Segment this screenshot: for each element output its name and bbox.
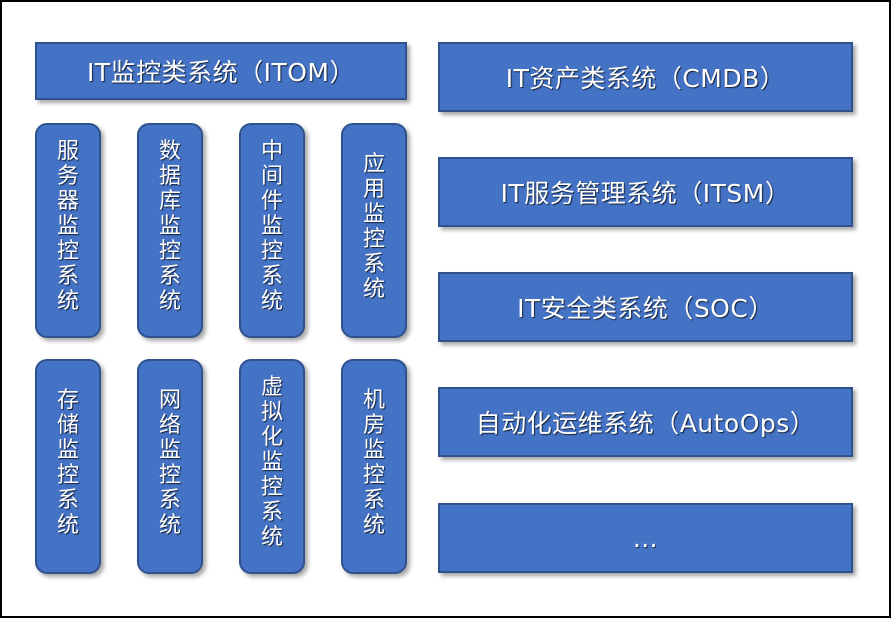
system-box-soc: IT安全类系统（SOC）: [438, 272, 853, 342]
subsystem-label: 中间件监控系统: [260, 139, 283, 314]
subsystem-label: 机房监控系统: [362, 387, 385, 538]
subsystem-label: 网络监控系统: [158, 387, 181, 538]
subsystem-label: 数据库监控系统: [158, 139, 181, 314]
system-label: …: [632, 523, 659, 553]
system-box-autoops: 自动化运维系统（AutoOps）: [438, 387, 853, 457]
subsystem-box-middleware: 中间件监控系统: [239, 123, 305, 338]
system-label: IT安全类系统（SOC）: [517, 294, 774, 323]
subsystem-label: 存储监控系统: [56, 387, 79, 538]
subsystem-box-virtualization: 虚拟化监控系统: [239, 359, 305, 574]
system-label: 自动化运维系统（AutoOps）: [475, 409, 816, 438]
subsystem-label: 应用监控系统: [362, 151, 385, 302]
subsystem-box-database: 数据库监控系统: [137, 123, 203, 338]
system-label: IT资产类系统（CMDB）: [505, 64, 786, 93]
itom-header-label: IT监控类系统（ITOM）: [86, 58, 356, 87]
itom-header-box: IT监控类系统（ITOM）: [35, 42, 407, 100]
system-box-itsm: IT服务管理系统（ITSM）: [438, 157, 853, 227]
subsystem-label: 服务器监控系统: [56, 139, 79, 314]
subsystem-box-server: 服务器监控系统: [35, 123, 101, 338]
subsystem-label: 虚拟化监控系统: [260, 375, 283, 550]
system-box-cmdb: IT资产类系统（CMDB）: [438, 42, 853, 112]
subsystem-box-application: 应用监控系统: [341, 123, 407, 338]
system-box-more: …: [438, 503, 853, 573]
subsystem-box-datacenter: 机房监控系统: [341, 359, 407, 574]
subsystem-box-network: 网络监控系统: [137, 359, 203, 574]
subsystem-box-storage: 存储监控系统: [35, 359, 101, 574]
system-label: IT服务管理系统（ITSM）: [500, 179, 791, 208]
